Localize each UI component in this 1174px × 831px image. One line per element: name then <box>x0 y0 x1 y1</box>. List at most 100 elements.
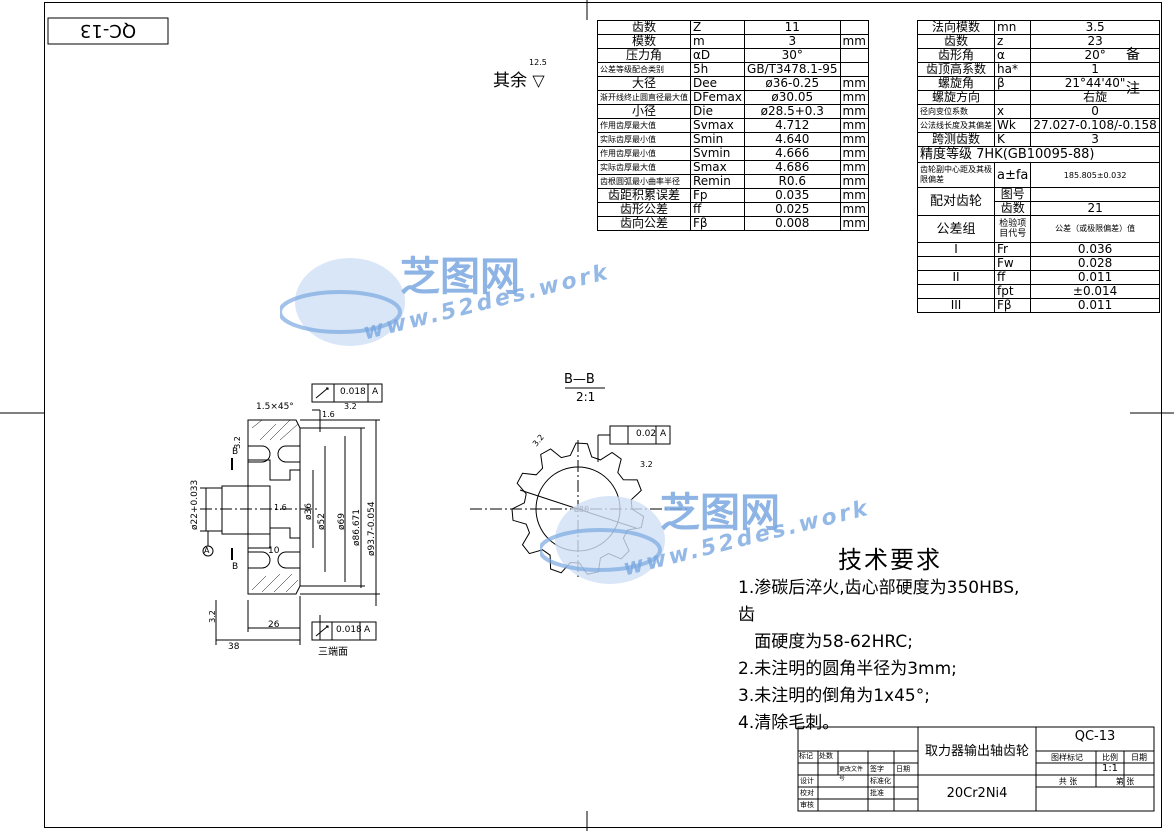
role-check: 校对 <box>800 789 814 797</box>
roughness-top: 3.2 <box>344 402 357 411</box>
gdt-bottom-value: 0.018 <box>336 625 362 635</box>
param-unit: mm <box>839 216 869 231</box>
param-unit: mm <box>839 174 869 189</box>
param-val: 20° <box>1030 48 1160 63</box>
param-sym: Dee <box>689 76 746 91</box>
tech-req-item: 面硬度为58-62HRC; <box>738 632 913 652</box>
dim-d80: ø80 <box>574 505 590 514</box>
code-box <box>47 17 169 45</box>
role-design: 设计 <box>800 777 814 785</box>
mating-drawing-no-label: 图号 <box>993 187 1032 202</box>
param-sym: αD <box>689 48 746 63</box>
total-sheets: 共 张 <box>1058 777 1078 786</box>
param-val: 4.640 <box>744 132 841 147</box>
dim-d36: ø36 <box>304 503 314 520</box>
gdt-spline-value: 0.02 <box>636 429 657 439</box>
tech-req-item: 4.清除毛刺。 <box>738 713 840 733</box>
param-sym: K <box>993 132 1032 147</box>
param-unit: mm <box>839 104 869 119</box>
tolerance-group: II <box>917 270 995 285</box>
center-distance-val: 185.805±0.032 <box>1030 162 1160 188</box>
param-name: 作用齿厚最大值 <box>597 118 691 133</box>
watermark-cn-2: 芝图网 <box>660 490 780 536</box>
param-val: 0.025 <box>744 202 841 217</box>
param-name: 齿数 <box>917 34 995 49</box>
param-sym: m <box>689 34 746 49</box>
param-unit: mm <box>839 118 869 133</box>
param-val: 1 <box>1030 62 1160 77</box>
gear-section-view <box>200 409 380 645</box>
param-unit: mm <box>839 160 869 175</box>
param-sym: x <box>993 104 1032 119</box>
param-val: GB/T3478.1-95 <box>744 62 841 77</box>
param-sym: Smin <box>689 132 746 147</box>
param-sym: β <box>993 76 1032 91</box>
param-sym: z <box>993 34 1032 49</box>
row-label-count: 处数 <box>819 752 833 760</box>
tolerance-group <box>917 284 995 299</box>
param-sym: Svmax <box>689 118 746 133</box>
param-name: 压力角 <box>597 48 691 63</box>
param-name: 实际齿厚最大值 <box>597 160 691 175</box>
param-unit: mm <box>839 90 869 105</box>
param-name: 跨测齿数 <box>917 132 995 147</box>
tech-req-item: 1.渗碳后淬火,齿心部硬度为350HBS, <box>738 578 1020 598</box>
param-val: 3 <box>744 34 841 49</box>
param-val: 30° <box>744 48 841 63</box>
col-drawing-mark: 图样标记 <box>1051 753 1083 762</box>
param-name: 大径 <box>597 76 691 91</box>
param-name: 作用齿厚最小值 <box>597 146 691 161</box>
part-name: 取力器输出轴齿轮 <box>924 744 1029 759</box>
accuracy-grade: 精度等级 7HK(GB10095-88) <box>917 146 1160 163</box>
roughness-face: 1.6 <box>322 410 335 419</box>
param-name: 齿顶高系数 <box>917 62 995 77</box>
param-sym: Remin <box>689 174 746 189</box>
param-val: 23 <box>1030 34 1160 49</box>
title-block-grid <box>797 726 1155 812</box>
col-date: 日期 <box>1131 753 1147 762</box>
tech-req-title: 技术要求 <box>838 546 942 574</box>
technical-requirements: 技术要求 1.渗碳后淬火,齿心部硬度为350HBS, 齿 面硬度为58-62HR… <box>738 540 1078 737</box>
tolerance-code: Fw <box>993 256 1032 271</box>
dim-d93: ø93.7-0.054 <box>367 501 377 556</box>
param-name: 实际齿厚最小值 <box>597 132 691 147</box>
tolerance-group: I <box>917 242 995 257</box>
param-sym: ha* <box>993 62 1032 77</box>
param-val: 0 <box>1030 104 1160 119</box>
tech-req-item: 3.未注明的倒角为1x45°; <box>738 686 930 706</box>
param-val: 21°44'40" <box>1030 76 1160 91</box>
param-name: 小径 <box>597 104 691 119</box>
rotated-drawing-code: QC-13 <box>79 20 137 42</box>
tolerance-group: III <box>917 298 995 313</box>
tolerance-val: 0.036 <box>1030 242 1160 257</box>
tolerance-code: Fβ <box>993 298 1032 313</box>
param-val: 4.666 <box>744 146 841 161</box>
param-sym: Svmin <box>689 146 746 161</box>
general-roughness-note: 其余 ▽ 12.5 <box>493 58 547 91</box>
roughness-bottom: 3.2 <box>207 610 217 623</box>
watermark-cn-1: 芝图网 <box>400 254 520 300</box>
param-val: 4.712 <box>744 118 841 133</box>
param-unit: mm <box>839 188 869 203</box>
param-val: 0.035 <box>744 188 841 203</box>
tolerance-group-label: 公差组 <box>917 215 995 243</box>
param-unit <box>839 62 869 77</box>
param-unit: mm <box>839 76 869 91</box>
param-name: 齿向公差 <box>597 216 691 231</box>
